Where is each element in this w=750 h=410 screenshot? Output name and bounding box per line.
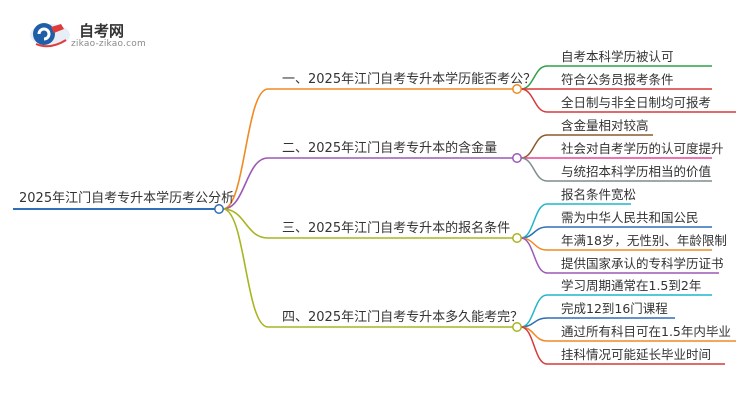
leaf-label: 需为中华人民共和国公民 — [561, 210, 699, 225]
branch-label: 四、2025年江门自考专升本多久能考完？ — [282, 310, 524, 325]
leaf-connector — [520, 88, 548, 113]
leaf-label: 与统招本科学历相当的价值 — [561, 164, 712, 179]
leaf-label: 自考本科学历被认可 — [561, 49, 674, 64]
leaf-connector — [520, 326, 548, 365]
branch-connector — [222, 88, 269, 210]
branch-connector — [222, 157, 269, 210]
branch-node — [512, 233, 522, 243]
branch-connector — [222, 208, 269, 328]
leaf-connector — [520, 134, 548, 159]
leaf-label: 符合公务员报考条件 — [561, 72, 674, 87]
leaf-connector — [520, 237, 548, 274]
leaf-label: 含金量相对较高 — [561, 118, 649, 133]
leaf-label: 提供国家承认的专科学历证书 — [561, 256, 724, 271]
leaf-connector — [520, 157, 548, 182]
site-logo-url: zikao-zikao.com — [71, 39, 146, 49]
leaf-label: 社会对自考学历的认可度提升 — [561, 141, 724, 156]
branch-node — [512, 322, 522, 332]
leaf-label: 报名条件宽松 — [561, 187, 637, 202]
branch-label: 二、2025年江门自考专升本的含金量 — [282, 141, 498, 156]
root-label: 2025年江门自考专升本学历考公分析 — [19, 191, 235, 206]
leaf-label: 挂科情况可能延长毕业时间 — [561, 347, 712, 362]
branch-node — [512, 153, 522, 163]
leaf-label: 年满18岁，无性别、年龄限制 — [561, 233, 727, 248]
leaf-label: 通过所有科目可在1.5年内毕业 — [561, 324, 731, 339]
leaf-label: 完成12到16门课程 — [561, 301, 668, 316]
branch-connector — [222, 208, 269, 239]
site-logo-icon — [28, 18, 74, 54]
leaf-label: 全日制与非全日制均可报考 — [561, 95, 712, 110]
branch-label: 三、2025年江门自考专升本的报名条件 — [282, 221, 511, 236]
root-node — [214, 204, 224, 214]
branch-label: 一、2025年江门自考专升本学历能否考公？ — [282, 72, 537, 87]
branch-node — [512, 84, 522, 94]
leaf-label: 学习周期通常在1.5到2年 — [561, 278, 702, 293]
site-logo-title: 自考网 — [79, 22, 125, 40]
